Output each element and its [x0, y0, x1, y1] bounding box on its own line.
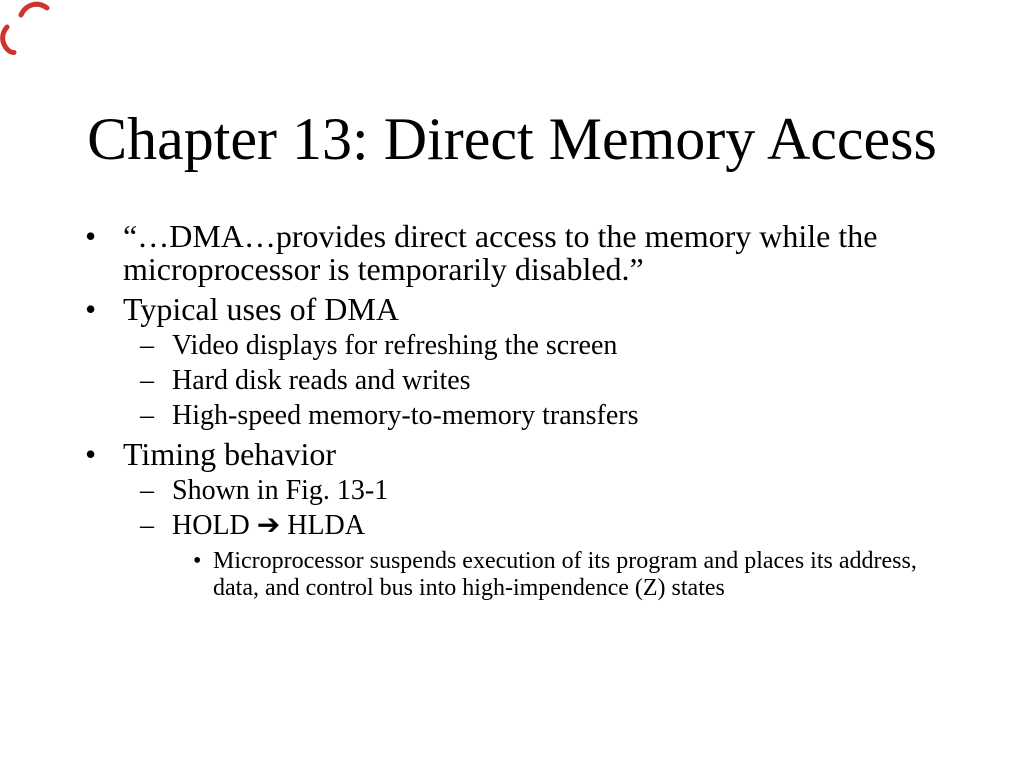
- bullet-item: • “…DMA…provides direct access to the mem…: [0, 220, 952, 286]
- dash-bullet-marker: –: [140, 510, 154, 541]
- bullet-text: Typical uses of DMA: [123, 291, 399, 327]
- bullet-item: –High-speed memory-to-memory transfers: [0, 401, 952, 431]
- slide-title: Chapter 13: Direct Memory Access: [87, 106, 937, 173]
- bullet-text: HOLD ➔ HLDA: [172, 510, 365, 541]
- bullet-item: • Typical uses of DMA: [0, 293, 952, 326]
- bullet-text: Hard disk reads and writes: [172, 365, 471, 396]
- red-watermark-stroke-top: [18, 1, 50, 18]
- bullet-text: Timing behavior: [123, 436, 337, 472]
- bullet-item: • Timing behavior: [0, 438, 952, 471]
- dot-bullet-marker: •: [85, 436, 97, 472]
- bullet-item: • Microprocessor suspends execution of it…: [0, 548, 952, 602]
- bullet-item: –Video displays for refreshing the scree…: [0, 331, 952, 361]
- dash-bullet-marker: –: [140, 330, 154, 361]
- bullet-text: Microprocessor suspends execution of its…: [213, 548, 917, 601]
- bullet-text: “…DMA…provides direct access to the memo…: [123, 218, 878, 287]
- bullet-item: –Hard disk reads and writes: [0, 366, 952, 396]
- dash-bullet-marker: –: [140, 400, 154, 431]
- red-watermark-stroke-left: [0, 24, 17, 55]
- dot-bullet-marker: •: [85, 218, 97, 254]
- dash-bullet-marker: –: [140, 475, 154, 506]
- bullet-list: • “…DMA…provides direct access to the mem…: [0, 220, 952, 602]
- bullet-text: High-speed memory-to-memory transfers: [172, 400, 639, 431]
- dot-bullet-marker: •: [193, 548, 202, 574]
- bullet-item: –HOLD ➔ HLDA: [0, 511, 952, 541]
- red-watermark-marks: [0, 1, 50, 55]
- bullet-item: –Shown in Fig. 13-1: [0, 476, 952, 506]
- bullet-text: Video displays for refreshing the screen: [172, 330, 618, 361]
- bullet-text: Shown in Fig. 13-1: [172, 475, 389, 506]
- dash-bullet-marker: –: [140, 365, 154, 396]
- dot-bullet-marker: •: [85, 291, 97, 327]
